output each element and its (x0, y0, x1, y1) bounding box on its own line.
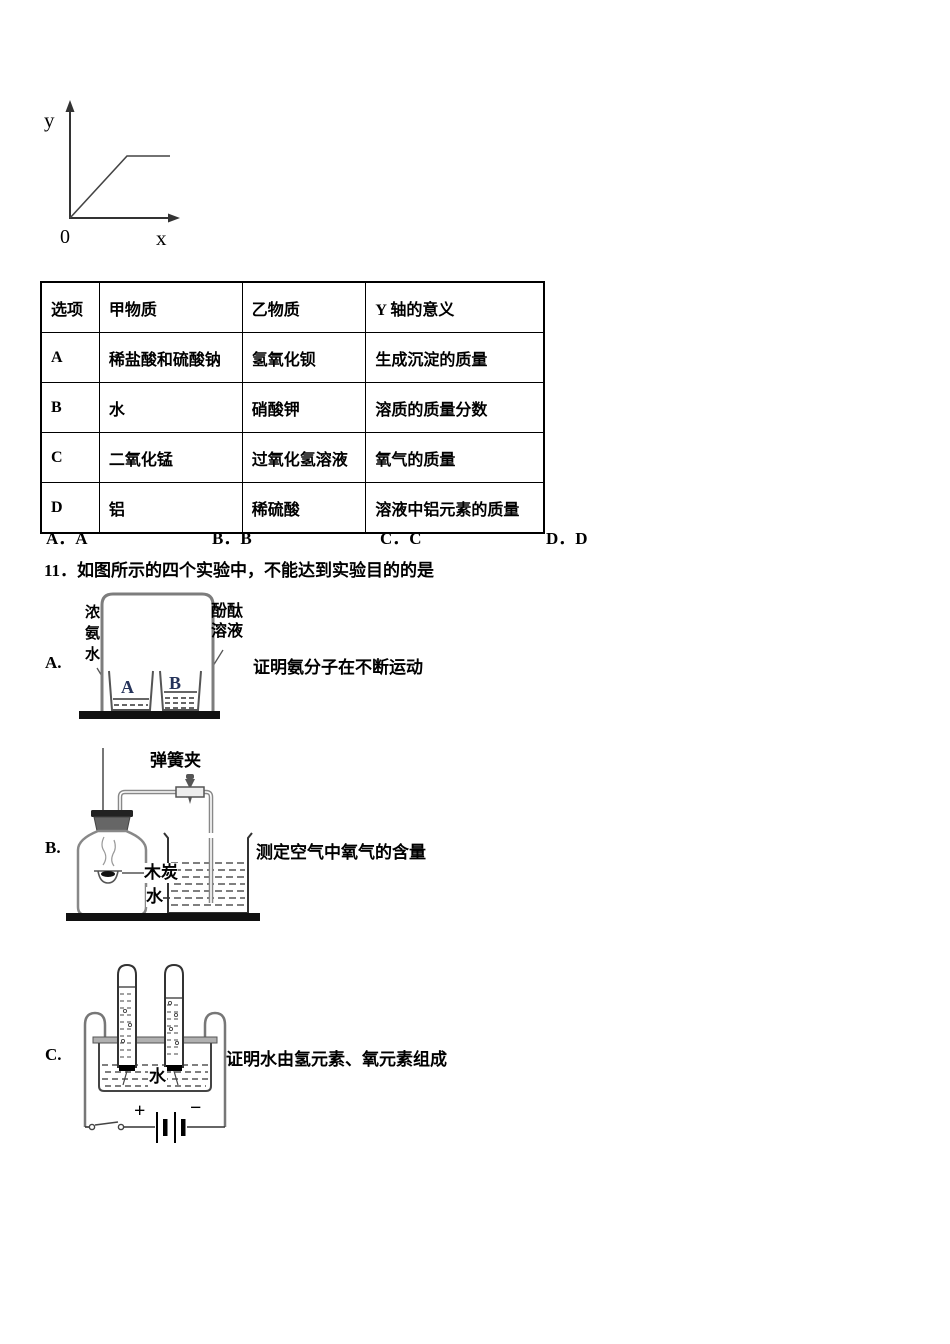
label-water-c: 水 (148, 1067, 167, 1087)
beaker-b (159, 670, 202, 711)
circuit (85, 1112, 225, 1143)
beaker-a (108, 670, 154, 711)
x-axis-label: x (156, 226, 167, 250)
label-concentrated-ammonia: 浓氨水 (84, 605, 100, 663)
cell-option-c: C (40, 432, 100, 483)
table-row: B 水 硝酸钾 溶质的质量分数 (40, 382, 545, 433)
cell-option-b: B (40, 382, 100, 433)
header-option: 选项 (40, 281, 100, 333)
experiment-a-diagram (79, 592, 224, 719)
left-tube-bubbles (120, 1008, 133, 1044)
right-tube-liquid (167, 1004, 181, 1055)
left-electrode-wire (83, 1011, 107, 1127)
answer-option-b: B．B (212, 529, 252, 548)
cell-y-a: 生成沉淀的质量 (365, 332, 545, 383)
cell-y-c: 氧气的质量 (365, 432, 545, 483)
y-axis (65, 100, 75, 219)
label-charcoal: 木炭 (144, 863, 178, 883)
cell-jia-d: 铝 (98, 482, 243, 534)
bottle-lid (91, 810, 133, 817)
header-yi: 乙物质 (241, 281, 367, 333)
left-tube-liquid (120, 993, 134, 1058)
origin-label: 0 (60, 226, 70, 248)
charcoal (101, 871, 115, 877)
label-water-b: 水 (146, 887, 163, 907)
bottle-neck (93, 816, 131, 832)
xy-graph: y 0 x (44, 100, 180, 250)
y-axis-label: y (44, 108, 55, 132)
table-header-row: 选项 甲物质 乙物质 Y 轴的意义 (40, 281, 545, 333)
header-jia: 甲物质 (98, 281, 243, 333)
combustion-spoon (94, 870, 122, 884)
experiment-a-letter: A. (45, 653, 62, 672)
switch-contact (117, 1123, 125, 1131)
table-row: D 铝 稀硫酸 溶液中铝元素的质量 (40, 482, 545, 534)
experiment-b-caption: 测定空气中氧气的含量 (256, 843, 426, 862)
electrode-left (119, 1065, 135, 1071)
label-spring-clamp: 弹簧夹 (150, 751, 201, 771)
smoke (101, 836, 107, 866)
experiment-c-diagram (83, 963, 227, 1143)
cell-y-b: 溶质的质量分数 (365, 382, 545, 433)
experiment-c-caption: 证明水由氢元素、氧元素组成 (226, 1050, 447, 1069)
graph-curve (69, 155, 170, 219)
experiment-a-caption: 证明氨分子在不断运动 (253, 658, 423, 677)
cell-jia-a: 稀盐酸和硫酸钠 (98, 332, 243, 383)
bench-base (79, 711, 220, 719)
experiment-c-letter: C. (45, 1045, 62, 1064)
cell-yi-a: 氢氧化钡 (241, 332, 367, 383)
beaker-a-letter: A (121, 677, 134, 697)
y-axis-arrow (65, 100, 75, 112)
bench-base (66, 913, 260, 921)
right-tube-bubbles (167, 1000, 180, 1046)
battery (156, 1112, 186, 1143)
experiment-b-diagram (66, 748, 260, 921)
label-phenolphthalein-solution: 酚酞溶液 (211, 603, 244, 640)
switch-lever (94, 1121, 119, 1126)
battery-minus-sign: − (190, 1097, 202, 1119)
substance-table: 选项 甲物质 乙物质 Y 轴的意义 A 稀盐酸和硫酸钠 氢氧化钡 生成沉淀的质量… (40, 281, 545, 534)
cell-yi-d: 稀硫酸 (241, 482, 367, 534)
cell-yi-c: 过氧化氢溶液 (241, 432, 367, 483)
battery-plus-sign: + (134, 1100, 146, 1122)
cell-y-d: 溶液中铝元素的质量 (365, 482, 545, 534)
cell-option-a: A (40, 332, 100, 383)
cell-yi-b: 硝酸钾 (241, 382, 367, 433)
gas-tube-bore (119, 791, 212, 903)
answer-option-d: D．D (546, 529, 588, 548)
right-electrode-wire (203, 1011, 227, 1127)
table-row: A 稀盐酸和硫酸钠 氢氧化钡 生成沉淀的质量 (40, 332, 545, 383)
test-tube-left (117, 963, 137, 1068)
water-trough (98, 1043, 212, 1092)
spring-clamp (175, 774, 205, 804)
electrode-left-stem (122, 1070, 128, 1086)
table-row: C 二氧化锰 过氧化氢溶液 氧气的质量 (40, 432, 545, 483)
header-ymeaning: Y 轴的意义 (365, 281, 545, 333)
cell-jia-c: 二氧化锰 (98, 432, 243, 483)
smoke (111, 839, 116, 867)
answer-option-a: A．A (46, 529, 88, 548)
x-axis-arrow (168, 213, 180, 223)
question-11-text: 11．如图所示的四个实验中，不能达到实验目的的是 (44, 561, 435, 580)
x-axis (70, 213, 180, 223)
cell-option-d: D (40, 482, 100, 534)
answer-option-c: C．C (380, 529, 422, 548)
test-tube-right (164, 963, 184, 1068)
electrode-right (166, 1065, 182, 1071)
cell-jia-b: 水 (98, 382, 243, 433)
switch-contact (88, 1123, 96, 1131)
beaker-b-letter: B (169, 673, 182, 693)
electrode-right-stem (173, 1070, 179, 1086)
trough-rim (92, 1036, 218, 1044)
experiment-b-letter: B. (45, 838, 61, 857)
